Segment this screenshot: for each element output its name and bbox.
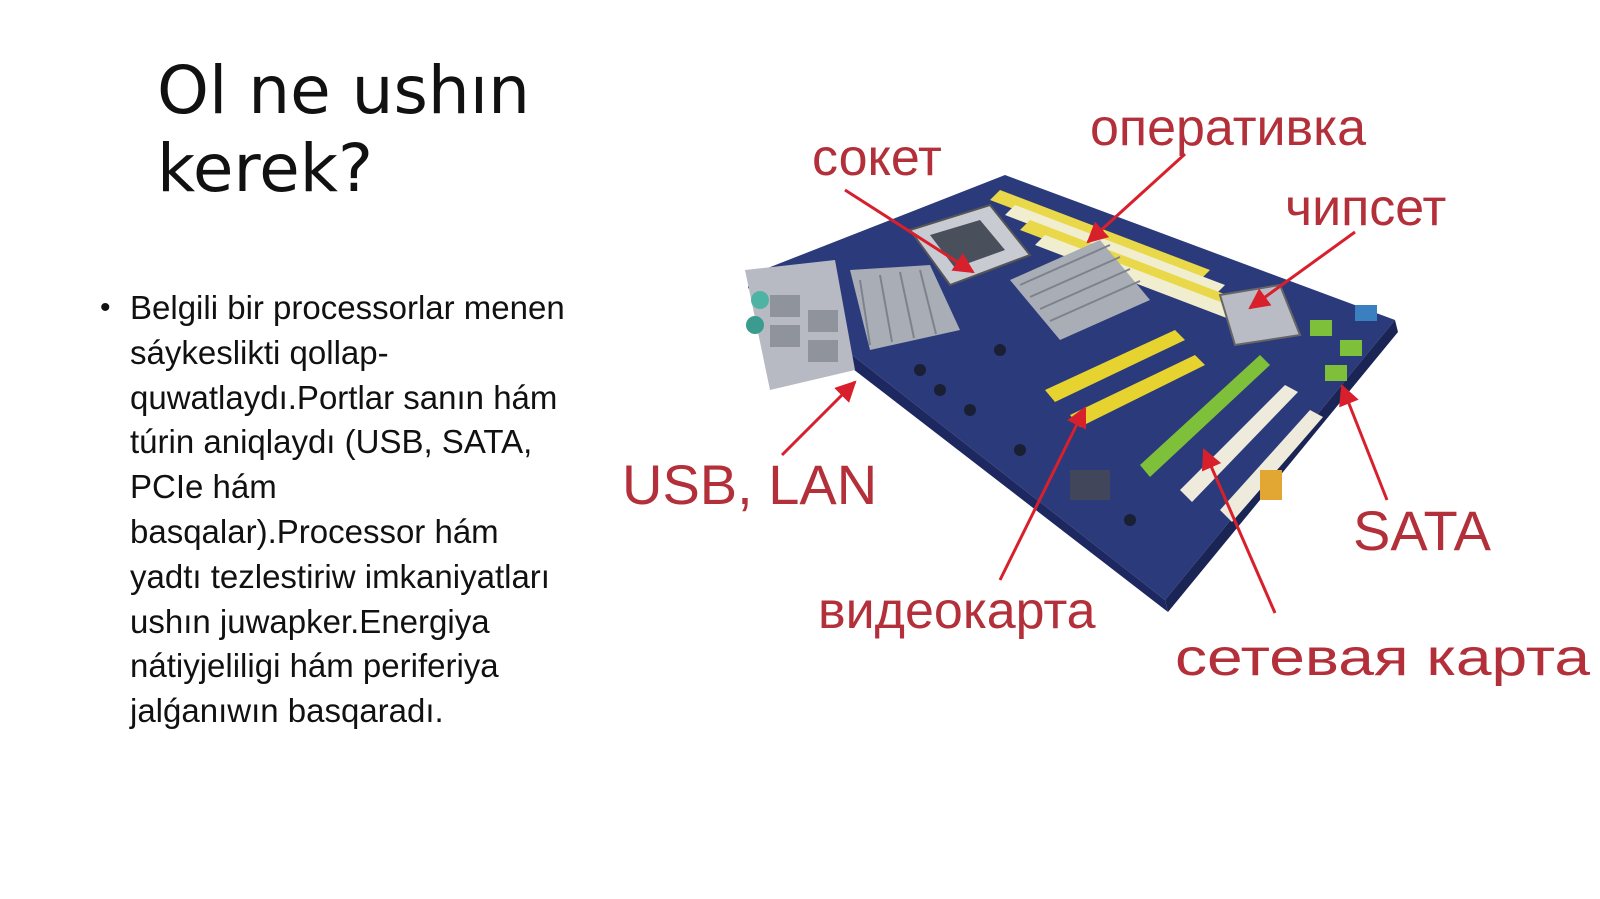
label-sata: SATA [1353,499,1492,562]
arrow-chipset [1248,230,1356,310]
label-chipset: чипсет [1285,179,1446,237]
arrow-gpu [998,406,1087,581]
bullet-text: Belgili bir processorlar menen sáykeslik… [130,289,565,730]
arrow-ram [1086,152,1187,244]
bullet-dot-icon: • [100,291,111,324]
arrow-network-card [1201,448,1277,614]
bullet-item: • Belgili bir processorlar menen sáykesl… [100,286,570,734]
label-network-card: сетевая карта [1175,629,1590,687]
arrow-usb-lan [780,380,857,457]
label-gpu: видеокарта [818,582,1096,640]
callout-arrows [780,152,1389,614]
bullet-list: • Belgili bir processorlar menen sáykesl… [100,286,570,734]
arrow-socket [844,188,975,274]
label-ram: оперативка [1090,99,1366,157]
arrow-sata [1339,384,1389,501]
motherboard-figure: сокет оперативка чипсет USB, LAN SATA ви… [620,90,1595,710]
motherboard-image [745,175,1398,612]
label-socket: сокет [812,129,942,187]
label-usb-lan: USB, LAN [622,453,877,516]
motherboard-diagram: сокет оперативка чипсет USB, LAN SATA ви… [622,99,1590,687]
slide-title: Ol ne ushın kerek? [157,52,530,207]
